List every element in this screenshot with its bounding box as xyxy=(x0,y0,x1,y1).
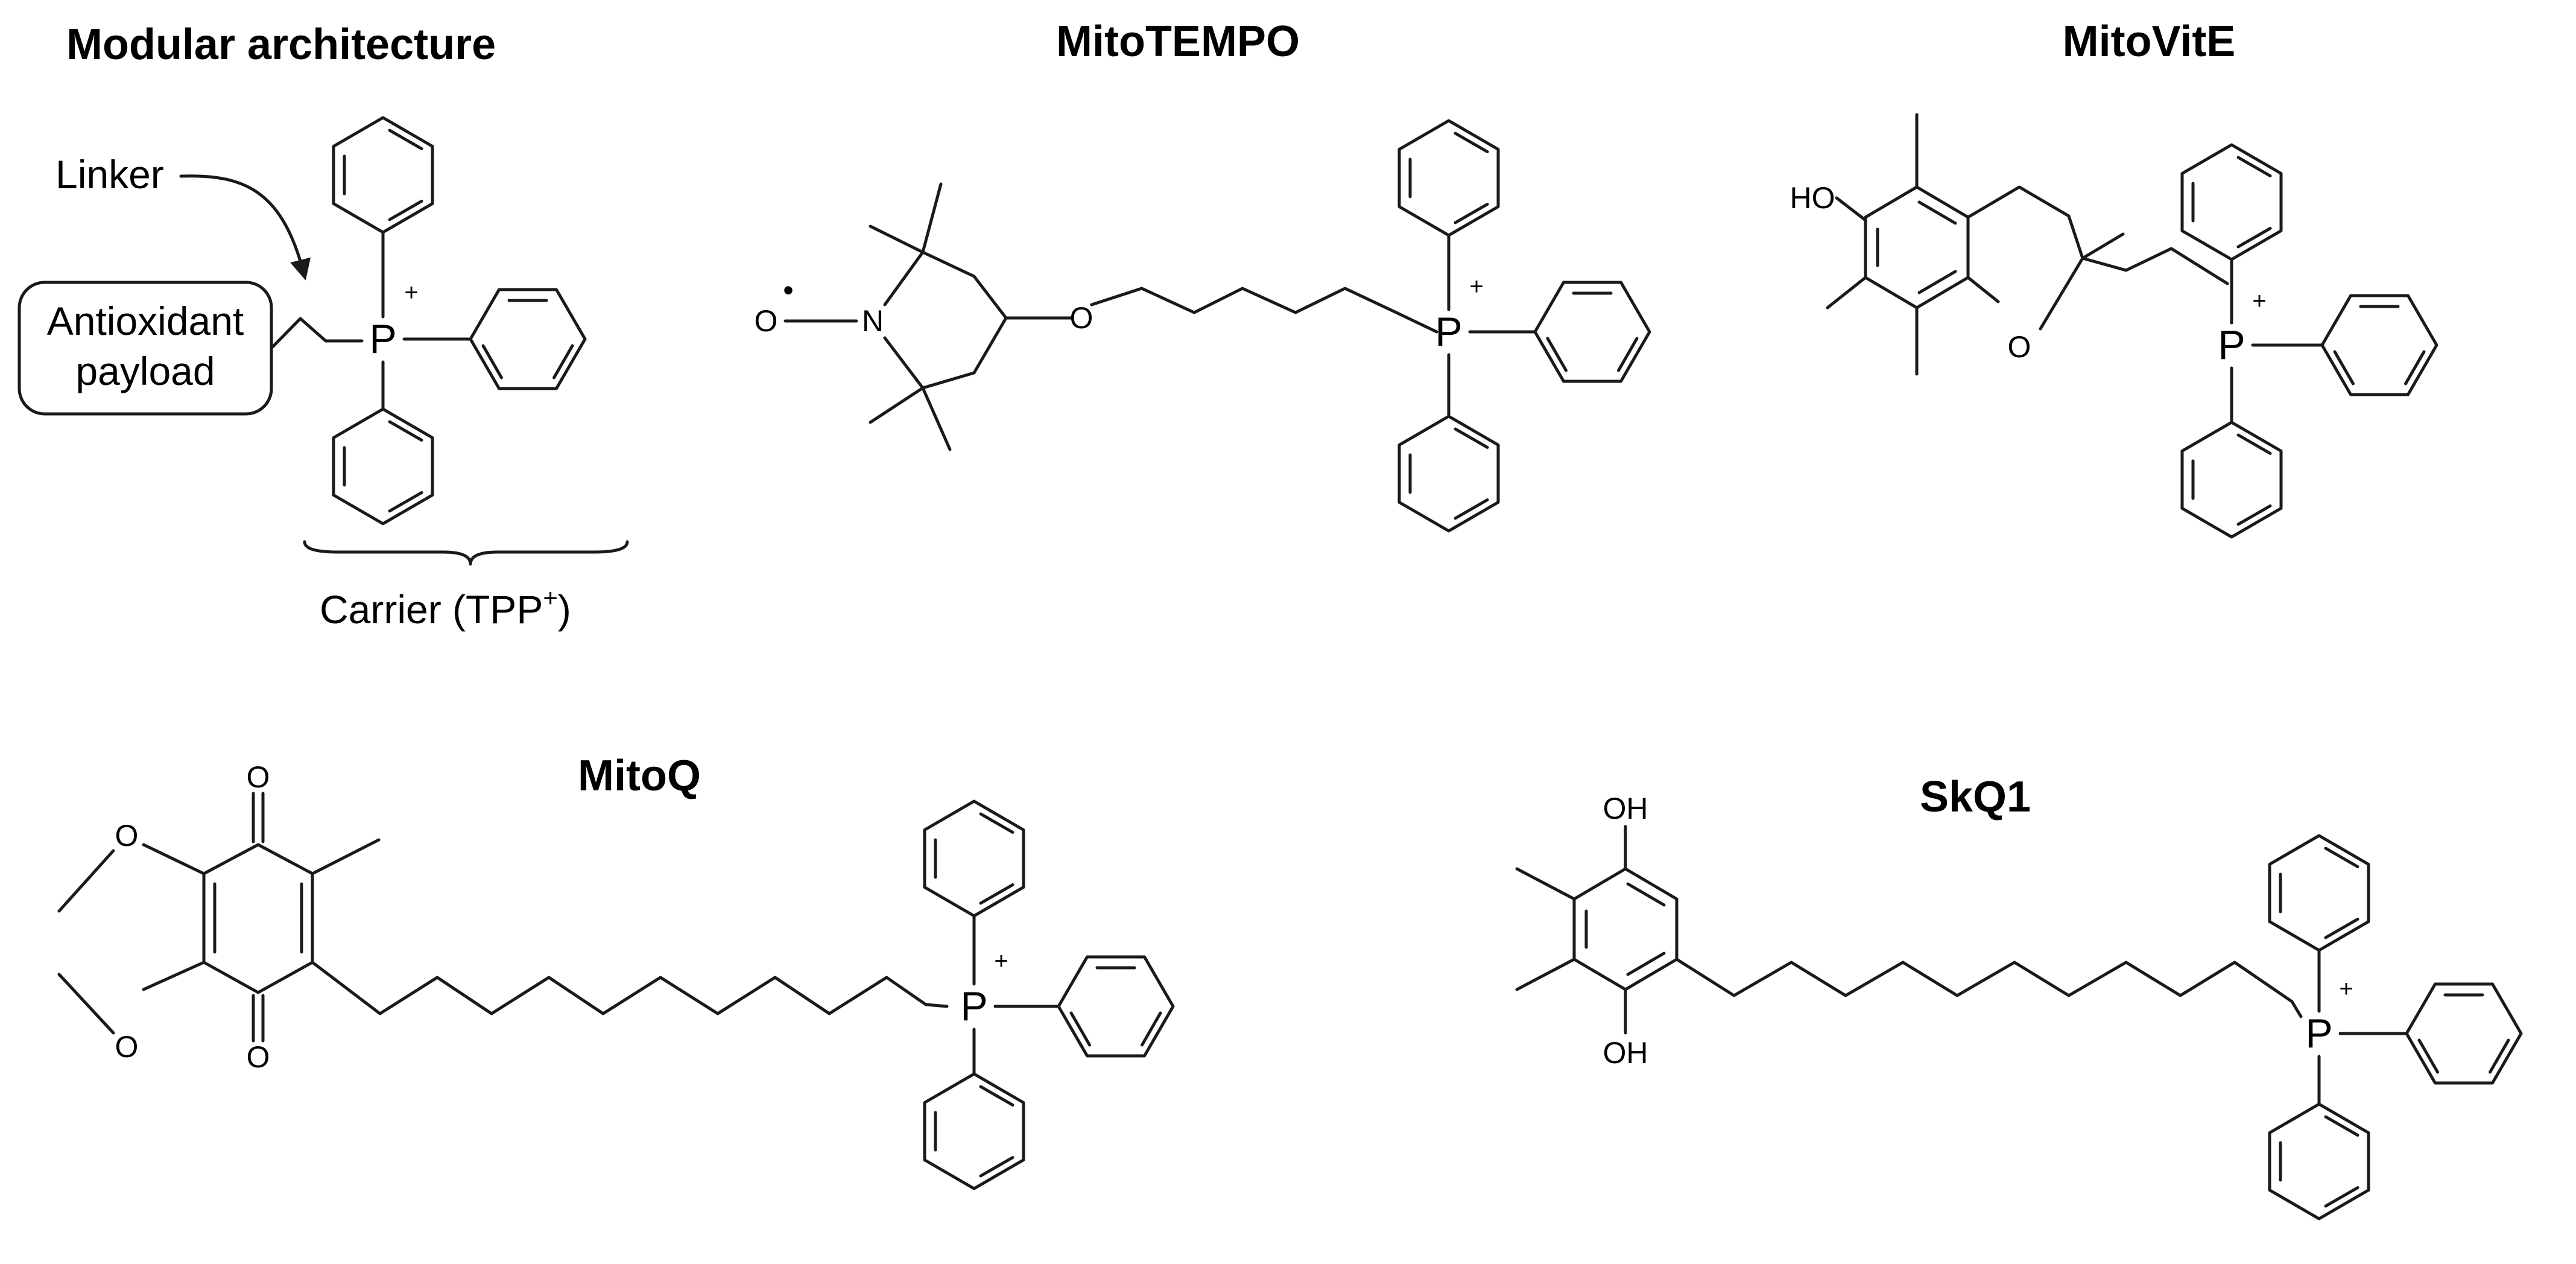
panel-title-mitoq: MitoQ xyxy=(578,752,701,800)
phenyl-ring xyxy=(2270,1104,2369,1219)
methyl-group xyxy=(869,224,925,254)
carrier-label: Carrier (TPP+) xyxy=(320,583,571,632)
linker-chain xyxy=(271,317,364,349)
phenyl-ring xyxy=(470,290,585,389)
aromatic-double-bond xyxy=(1917,270,1957,294)
phenyl-ring xyxy=(1399,416,1498,531)
p-bond-left xyxy=(924,1003,949,1008)
decyl-linker-chain xyxy=(311,961,928,1015)
methyl-group xyxy=(921,182,943,254)
phenyl-ring xyxy=(925,801,1024,916)
panel-skq1: SkQ1 OH OH P + xyxy=(1515,773,2521,1219)
phenyl-ring xyxy=(2182,145,2281,259)
positive-charge: + xyxy=(2339,976,2353,1002)
methyl-group xyxy=(1826,276,1867,310)
phosphorus-atom: P xyxy=(369,316,396,362)
panel-mitoq: MitoQ O O O O P + xyxy=(57,752,1173,1189)
methoxy-methyl xyxy=(57,849,115,913)
phenyl-ring xyxy=(1535,282,1650,381)
methoxy-bond xyxy=(142,961,206,991)
phenyl-ring xyxy=(2322,296,2437,395)
p-bond-left xyxy=(2290,1000,2303,1018)
chroman-ring xyxy=(2039,256,2084,331)
chroman-aromatic-ring xyxy=(1864,185,1970,310)
quinone-ring xyxy=(202,843,314,994)
hydroxyl-label: OH xyxy=(1603,792,1648,825)
decyl-linker-chain xyxy=(1675,958,2294,1003)
oxygen-atom: O xyxy=(115,819,139,853)
phenyl-ring xyxy=(2270,836,2369,950)
panel-title-modular: Modular architecture xyxy=(66,21,496,69)
chroman-ring xyxy=(1966,185,2084,260)
phenyl-ring xyxy=(1059,957,1173,1056)
aromatic-double-bond xyxy=(1626,951,1666,976)
phenyl-ring xyxy=(2407,984,2521,1083)
panel-mitotempo: MitoTEMPO O • N O P + xyxy=(755,17,1650,531)
positive-charge: + xyxy=(994,948,1008,974)
aromatic-double-bond xyxy=(1917,200,1957,225)
oxygen-atom: O xyxy=(1070,301,1093,335)
oxygen-atom: O xyxy=(755,304,778,338)
methoxy-bond xyxy=(142,843,206,875)
phenyl-ring xyxy=(2182,422,2281,537)
oxygen-atom: O xyxy=(115,1030,139,1064)
phosphorus-atom: P xyxy=(960,983,987,1029)
methyl-group xyxy=(1515,958,1576,991)
phosphorus-atom: P xyxy=(2305,1011,2332,1056)
panel-title-skq1: SkQ1 xyxy=(1920,773,2031,821)
positive-charge: + xyxy=(2252,288,2266,314)
panel-mitovite: MitoVitE HO O P + xyxy=(1790,17,2437,537)
payload-box xyxy=(17,281,273,416)
phenyl-ring xyxy=(334,409,432,524)
methyl-group xyxy=(2081,232,2125,260)
phenyl-ring xyxy=(925,1074,1024,1189)
positive-charge: + xyxy=(1469,273,1483,300)
phosphorus-atom: P xyxy=(2218,322,2245,368)
radical-dot: • xyxy=(783,273,794,307)
oxygen-atom: O xyxy=(2008,330,2031,364)
oxygen-atom: O xyxy=(247,760,270,794)
methyl-group xyxy=(921,386,952,451)
hydroxyl-bond xyxy=(1835,196,1867,222)
linker-arrow xyxy=(179,174,311,281)
chroman-ring xyxy=(1966,276,2000,303)
panel-title-mitotempo: MitoTEMPO xyxy=(1056,17,1300,66)
alkyl-linker-chain xyxy=(1090,287,1438,334)
phenyl-ring xyxy=(1399,121,1498,235)
oxygen-atom: O xyxy=(247,1040,270,1074)
carrier-brace xyxy=(303,540,629,566)
piperidine-ring xyxy=(883,250,1008,390)
nitrogen-atom: N xyxy=(862,304,884,338)
payload-label-line2: payload xyxy=(75,349,215,393)
hydroquinone-ring xyxy=(1572,867,1679,991)
aromatic-double-bond xyxy=(1626,882,1666,907)
panel-modular-architecture: Modular architecture Linker Antioxidant … xyxy=(17,21,629,632)
linker-label: Linker xyxy=(55,152,164,197)
hydroxyl-label: HO xyxy=(1790,181,1835,215)
phosphorus-atom: P xyxy=(1435,309,1462,355)
methyl-group xyxy=(1515,867,1576,901)
phenyl-ring xyxy=(334,118,432,232)
positive-charge: + xyxy=(404,279,418,306)
methyl-group xyxy=(869,386,925,424)
payload-label-line1: Antioxidant xyxy=(47,299,244,343)
hydroxyl-label: OH xyxy=(1603,1036,1648,1070)
ethyl-linker xyxy=(2081,247,2229,285)
panel-title-mitovite: MitoVitE xyxy=(2063,17,2236,66)
methoxy-methyl xyxy=(57,973,115,1035)
methyl-group xyxy=(311,838,381,875)
